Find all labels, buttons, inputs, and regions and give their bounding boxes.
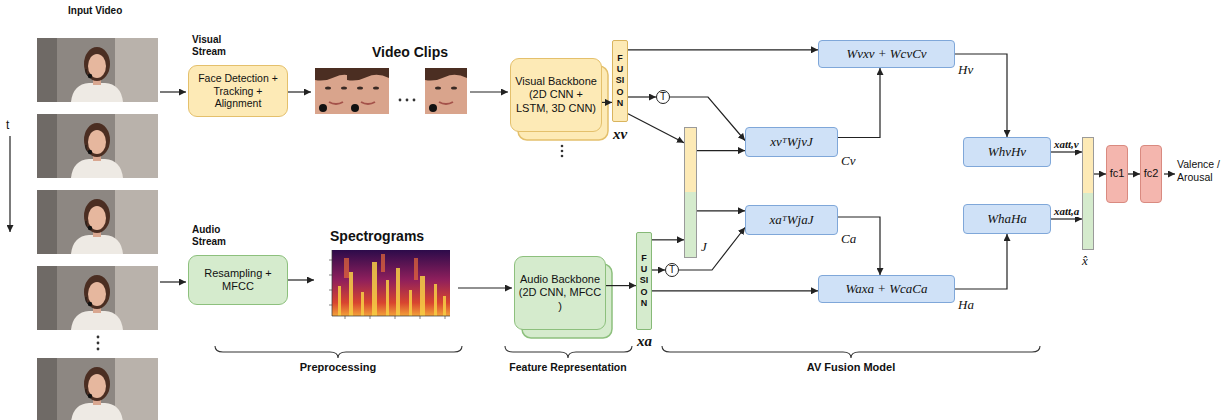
flow-arrow [160,92,1175,288]
node-text: fc2 [1144,167,1159,180]
section-label: Spectrograms [330,228,424,245]
variable-label: xv [613,125,627,143]
backbone-box: Audio Backbone (2D CNN, MFCC ) [514,256,606,330]
concat-vector: x̂ [1082,137,1094,250]
variable-label: Ca [841,232,856,246]
fc-layer: fc2 [1140,145,1162,203]
flow-connector [1128,173,1140,174]
node-text: Visual Backbone (2D CNN + LSTM, 3D CNN) [514,75,598,115]
flow-connector [1051,151,1082,152]
ellipsis-dots [97,336,100,351]
fusion-box: Waxa + WcaCaHa [818,275,955,303]
flow-connector [1051,218,1082,219]
node-text: FUSION [640,253,649,309]
flow-connector [1094,173,1106,174]
flow-connector [697,210,745,211]
flow-connector [652,290,818,291]
variable-label: xa [637,332,652,350]
stage-label: Feature Representation [493,361,643,374]
flow-connector [628,49,818,50]
video-frame [37,38,158,102]
video-frame [37,358,158,420]
edge-label: xatt,a [1053,206,1080,217]
attention-box: xvᵀWjvJCv [745,127,838,157]
flow-connector [606,285,636,286]
flow-connector [670,97,745,141]
flow-connector [697,150,745,151]
fusion-block: FUSION [612,40,628,122]
face-clip [347,68,389,114]
stage-label: Preprocessing [278,361,398,374]
variable-label: Hv [958,63,973,77]
variable-label: Ha [958,298,974,312]
transpose-circle: T [656,90,670,104]
edge-label: xatt,v [1053,139,1080,150]
stage-label: AV Fusion Model [791,361,911,374]
node-text: T [669,265,675,275]
video-frame [37,190,158,254]
attention-box: xaᵀWjaJCa [745,205,838,235]
node-text: Waxa + WcaCa [846,281,928,297]
variable-label: Cv [841,154,855,168]
stream-label: Audio Stream [192,224,244,248]
ellipsis-dots [399,99,416,102]
fusion-block: FUSION [636,232,652,330]
face-clip [425,68,467,114]
fusion-box: Wvxv + WcvCvHv [818,40,955,68]
stream-label: Visual Stream [192,34,244,58]
axis-label: t [6,118,9,132]
video-frame [37,266,158,330]
video-frame [37,114,158,178]
node-text: T [660,92,666,102]
section-label: Video Clips [372,44,448,61]
node-text: xaᵀWjaJ [769,212,813,228]
flow-connector [628,114,684,143]
spectrogram [318,247,455,329]
node-text: WhaHa [987,211,1027,227]
flow-connector [628,96,656,97]
node-text: WhvHv [988,144,1026,160]
ellipsis-dots [561,145,564,158]
flow-connector [838,68,880,138]
flow-connector [652,269,665,270]
node-text: Wvxv + WcvCv [846,46,926,62]
joint-vector: J [684,127,697,258]
brace-bracket [215,346,1040,358]
node-text: Resampling + MFCC [192,267,284,293]
flow-connector [602,102,612,103]
process-box: Face Detection + Tracking + Alignment [188,65,288,117]
weight-box: WhaHa [963,204,1051,234]
weight-box: WhvHv [963,137,1051,167]
time-arrow [9,136,10,232]
node-text: Face Detection + Tracking + Alignment [192,72,284,110]
backbone-box: Visual Backbone (2D CNN + LSTM, 3D CNN) [510,58,602,132]
transpose-circle: T [665,263,679,277]
flow-connector [955,54,1007,137]
node-text: FUSION [616,53,625,109]
node-text: Audio Backbone (2D CNN, MFCC ) [518,273,602,313]
variable-label: J [701,240,707,254]
fc-layer: fc1 [1106,145,1128,203]
flow-connector [838,217,880,275]
output-label: Valence / Arousal [1177,158,1225,183]
node-text: fc1 [1110,167,1125,180]
panel-title: Input Video [68,5,122,17]
variable-label: x̂ [1082,254,1088,268]
flow-connector [652,239,684,240]
process-box: Resampling + MFCC [188,255,288,305]
flow-connector [955,234,1007,289]
node-text: xvᵀWjvJ [770,134,813,150]
